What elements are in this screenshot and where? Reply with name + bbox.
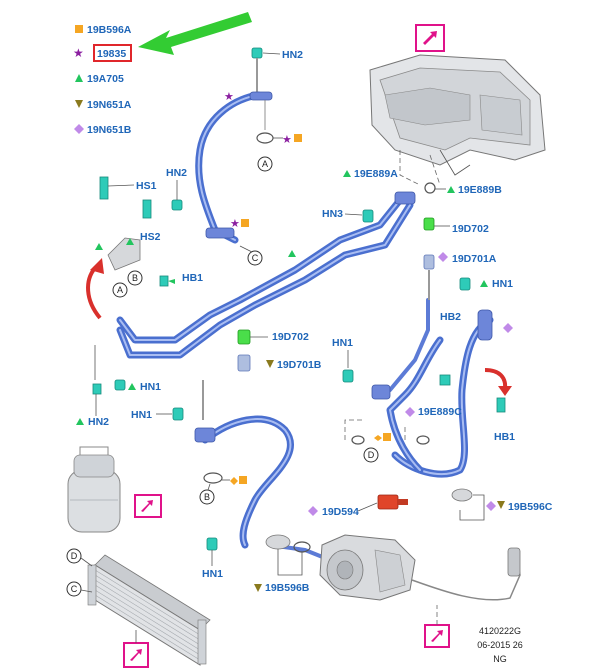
- callout-a-top: [257, 156, 273, 172]
- hn2-bottom-label: HN2: [88, 416, 109, 428]
- condenser: [87, 554, 211, 668]
- diamond-marker-icon: [308, 506, 318, 516]
- legend-diamond-icon: [74, 124, 84, 134]
- legend-square-icon: [75, 25, 83, 33]
- receiver-dryer: [67, 446, 162, 533]
- square-marker-icon: [294, 134, 302, 142]
- footer-diagram-id: 4120222G: [479, 626, 521, 636]
- hn2-mid-label: HN2: [166, 167, 187, 179]
- hn1-right-top-label: HN1: [492, 278, 513, 290]
- diamond-marker-icon: [405, 407, 415, 417]
- svg-text:A: A: [117, 285, 123, 295]
- hn1-bottom-label: HN1: [202, 568, 223, 580]
- d701b-label: 19D701B: [277, 359, 322, 371]
- svg-text:B: B: [132, 273, 138, 283]
- green-pointer-arrow-icon: [138, 12, 252, 55]
- legend: 19B596A ★ 19835 19A705 19N651A 19N651B: [73, 12, 252, 136]
- svg-text:B: B: [204, 492, 210, 502]
- hn2-top-fitting: [249, 47, 274, 144]
- hn3-label: HN3: [322, 208, 343, 220]
- hb1-right-label: HB1: [494, 431, 515, 443]
- svg-text:C: C: [71, 584, 78, 594]
- legend-triangle-up-icon: [75, 74, 83, 82]
- d702-right-label: 19D702: [452, 223, 489, 235]
- legend-label-19b596a: 19B596A: [87, 24, 132, 36]
- footer-date-code: 06-2015 26: [477, 640, 523, 650]
- legend-label-19n651b: 19N651B: [87, 124, 132, 136]
- callout-d-mid: [363, 447, 379, 463]
- receiver-link-arrow-icon: [141, 500, 153, 512]
- diamond-marker-icon: [438, 252, 448, 262]
- hn1-right-mid-label: HN1: [332, 337, 353, 349]
- receiver-link-box: [134, 494, 162, 518]
- legend-star-icon: ★: [73, 46, 84, 60]
- refrigerant-lines: [116, 91, 494, 562]
- callout-a-left: [112, 282, 128, 298]
- square-marker-icon: [241, 219, 249, 227]
- highlight-box: [93, 44, 132, 62]
- svg-text:D: D: [71, 551, 78, 561]
- b596b-label: 19B596B: [265, 582, 310, 594]
- star-marker-icon: ★: [230, 218, 240, 230]
- legend-triangle-down-icon: [75, 100, 83, 108]
- footer-region: NG: [493, 654, 507, 664]
- hn1-left-label: HN1: [140, 381, 161, 393]
- e889a-label: 19E889A: [354, 168, 398, 180]
- bracket-assembly: [95, 176, 152, 271]
- d594-label: 19D594: [322, 506, 359, 518]
- e889b-label: 19E889B: [458, 184, 502, 196]
- hvac-link-box: [415, 24, 445, 52]
- hs2-label: HS2: [140, 231, 161, 243]
- callout-circles: A C A B D B D C: [66, 156, 379, 597]
- svg-text:A: A: [262, 159, 268, 169]
- hb2-label: HB2: [440, 311, 461, 323]
- hn1-mid-label: HN1: [131, 409, 152, 421]
- diamond-marker-icon: [486, 501, 496, 511]
- hvac-link-arrow-icon: [423, 31, 437, 45]
- hb1-left-label: HB1: [182, 272, 203, 284]
- star-marker-icon: ★: [224, 91, 234, 103]
- d701a-label: 19D701A: [452, 253, 497, 265]
- compressor: [319, 534, 521, 648]
- legend-label-19n651a: 19N651A: [87, 99, 132, 111]
- star-marker-icon: ★: [282, 134, 292, 146]
- compressor-link-arrow-icon: [431, 630, 443, 642]
- callout-c-condenser: [66, 581, 82, 597]
- svg-text:D: D: [368, 450, 375, 460]
- callout-d-condenser: [66, 548, 82, 564]
- b596c-label: 19B596C: [508, 501, 553, 513]
- hs1-label: HS1: [136, 180, 157, 192]
- red-rotation-arrow-icon: [86, 266, 102, 320]
- hvac-module: [369, 24, 546, 176]
- red-rotation-arrow-icon: [484, 368, 508, 389]
- callout-c-top: [247, 250, 263, 266]
- legend-label-19835: 19835: [97, 48, 126, 60]
- callout-b-left: [127, 270, 143, 286]
- svg-text:C: C: [252, 253, 259, 263]
- e889c-label: 19E889C: [418, 406, 462, 418]
- hn2-top-label: HN2: [282, 49, 303, 61]
- callout-b-mid: [199, 489, 215, 505]
- d702-mid-label: 19D702: [272, 331, 309, 343]
- legend-label-19a705: 19A705: [87, 73, 124, 85]
- diamond-marker-icon: [503, 323, 513, 333]
- condenser-link-arrow-icon: [130, 649, 142, 661]
